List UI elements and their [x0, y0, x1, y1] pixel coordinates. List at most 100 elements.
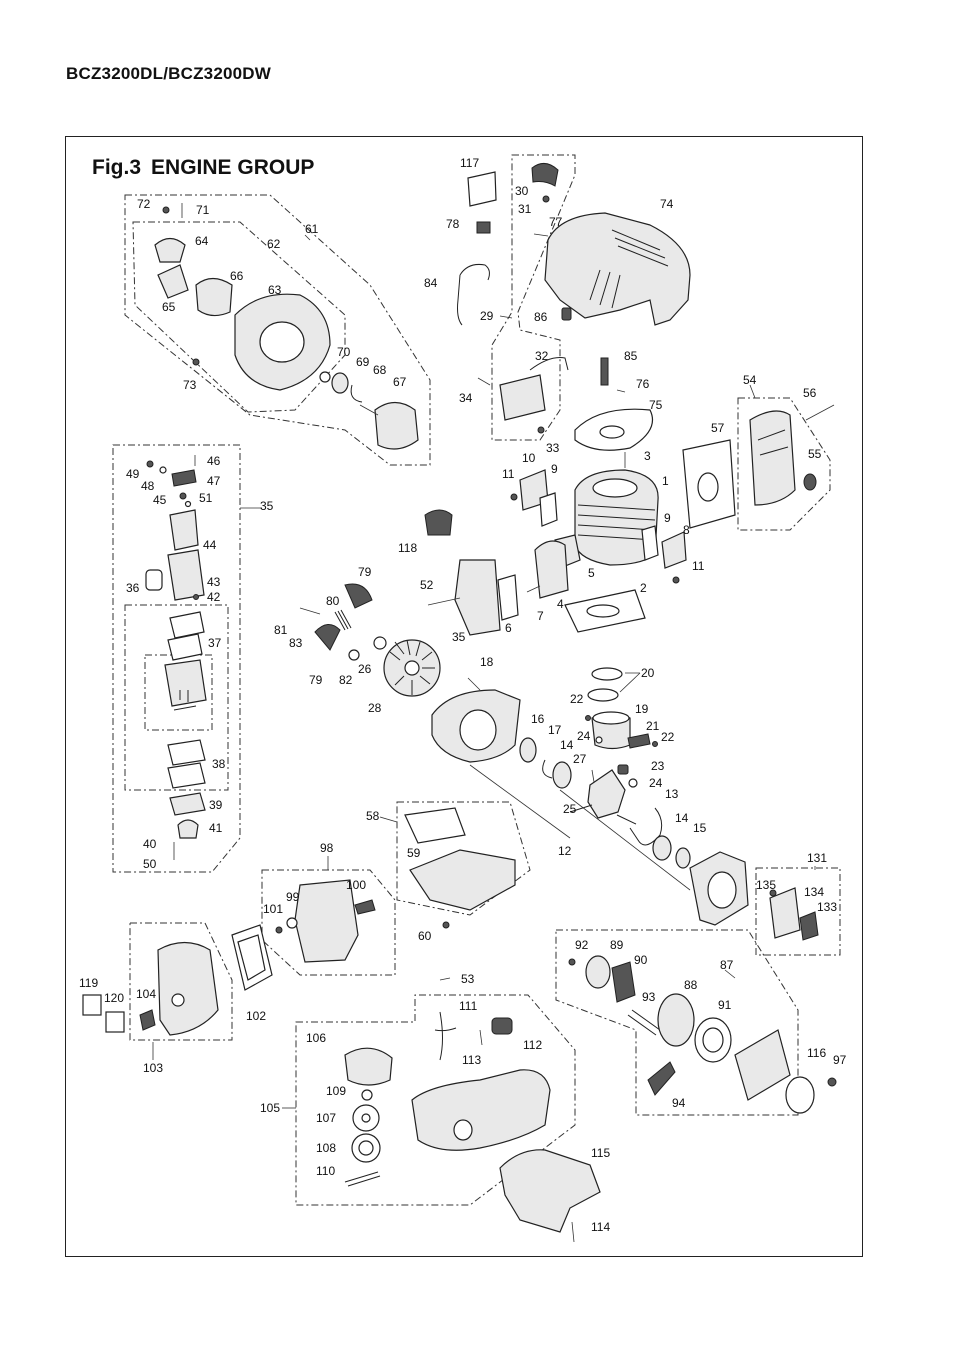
- callout-21: 21: [646, 719, 660, 733]
- callout-58: 58: [366, 809, 380, 823]
- leader-20: [619, 672, 641, 693]
- part-11b-screw: [672, 576, 680, 584]
- part-114-bolt: [571, 1221, 575, 1243]
- callout-97: 97: [833, 1053, 847, 1067]
- callout-8: 8: [683, 523, 690, 537]
- group-outline-87: [555, 929, 799, 1116]
- callout-91: 91: [718, 998, 732, 1012]
- callout-70: 70: [337, 345, 351, 359]
- callout-72: 72: [137, 197, 151, 211]
- callout-119: 119: [79, 976, 98, 990]
- part-1-bore: [592, 478, 638, 498]
- part-34-bolt: [477, 377, 491, 386]
- callout-52: 52: [420, 578, 434, 592]
- callout-75: 75: [649, 398, 663, 412]
- callout-73: 73: [183, 378, 197, 392]
- callout-50: 50: [143, 857, 157, 871]
- part-36-gasket-a: [169, 611, 205, 639]
- part-49-screw: [146, 460, 154, 468]
- part-59-sponge: [404, 807, 466, 844]
- callout-118: 118: [398, 541, 417, 555]
- group-outline-37: [144, 654, 213, 731]
- part-22-clip: [585, 715, 591, 721]
- part-38-diaphragm-b: [167, 762, 206, 789]
- part-24b-washer: [628, 778, 638, 788]
- part-63-bore: [259, 321, 305, 363]
- part-44-throttle-valve: [169, 509, 199, 551]
- callout-42: 42: [207, 590, 221, 604]
- part-28-fins: [389, 639, 435, 695]
- part-53-screw: [439, 977, 451, 981]
- part-112-fuel-filter: [491, 1017, 513, 1035]
- callout-56: 56: [803, 386, 817, 400]
- callout-135: 135: [756, 878, 776, 892]
- part-76-screw: [616, 389, 626, 393]
- leader-87: [724, 969, 736, 979]
- model-title: BCZ3200DL/BCZ3200DW: [66, 64, 272, 83]
- callout-60: 60: [418, 929, 432, 943]
- callout-90: 90: [634, 953, 648, 967]
- callout-43: 43: [207, 575, 221, 589]
- callout-53: 53: [461, 972, 475, 986]
- callout-78: 78: [446, 217, 460, 231]
- part-58-air-guide: [409, 849, 516, 911]
- callout-38: 38: [212, 757, 226, 771]
- part-33-washer: [537, 426, 545, 434]
- callout-10: 10: [522, 451, 536, 465]
- part-101-screw: [275, 926, 283, 934]
- group-outline-103: [129, 922, 233, 1041]
- part-64-switch: [154, 237, 186, 263]
- group-outlines: [112, 154, 841, 1206]
- callout-25: 25: [563, 802, 577, 816]
- figure-label: Fig.3: [92, 156, 142, 179]
- callout-79b: 79: [309, 673, 323, 687]
- part-55-screen: [803, 473, 817, 491]
- part-84-wire: [457, 264, 490, 326]
- part-87-starter-case: [734, 1029, 791, 1101]
- callout-69: 69: [356, 355, 370, 369]
- part-92-screw: [568, 958, 576, 966]
- part-20-ring-b: [587, 688, 619, 702]
- part-20-ring-a: [591, 667, 623, 681]
- callout-131: 131: [807, 851, 827, 865]
- callout-79a: 79: [358, 565, 372, 579]
- fuel-tank: [411, 1069, 551, 1151]
- callout-102: 102: [246, 1009, 266, 1023]
- part-52-bolt: [427, 597, 461, 606]
- part-23-needle-bearing: [617, 764, 629, 775]
- callout-107: 107: [316, 1111, 336, 1125]
- callout-114: 114: [591, 1220, 610, 1234]
- part-102-inner: [237, 934, 266, 981]
- callout-7: 7: [537, 609, 544, 623]
- part-99-plug: [286, 917, 298, 929]
- group-outline-61: [124, 194, 431, 466]
- callout-27: 27: [573, 752, 587, 766]
- callout-9a: 9: [551, 462, 558, 476]
- callout-110: 110: [316, 1164, 335, 1178]
- part-73-screw: [192, 358, 200, 366]
- part-108-inner: [358, 1140, 374, 1156]
- group-outline-35: [112, 444, 241, 873]
- part-89-plate: [585, 955, 611, 989]
- part-80-spring: [334, 609, 352, 631]
- callout-4: 4: [557, 597, 564, 611]
- part-91-inner: [702, 1027, 724, 1053]
- callout-24b: 24: [649, 776, 663, 790]
- part-44-gasket: [145, 569, 163, 591]
- callout-14b: 14: [675, 811, 689, 825]
- part-24-washer: [595, 736, 603, 744]
- callout-82: 82: [339, 673, 353, 687]
- part-48-spring: [159, 466, 167, 474]
- figure-frame: [65, 136, 863, 1257]
- part-103-knob-hole: [171, 993, 185, 1007]
- callout-116: 116: [807, 1046, 826, 1060]
- part-75-hole: [599, 425, 625, 439]
- part-97-nut: [827, 1077, 837, 1087]
- callout-9b: 9: [664, 511, 671, 525]
- part-134-flange: [769, 887, 801, 939]
- callout-71: 71: [196, 203, 210, 217]
- callout-92: 92: [575, 938, 589, 952]
- part-35-carburetor: [454, 559, 501, 636]
- callout-86: 86: [534, 310, 548, 324]
